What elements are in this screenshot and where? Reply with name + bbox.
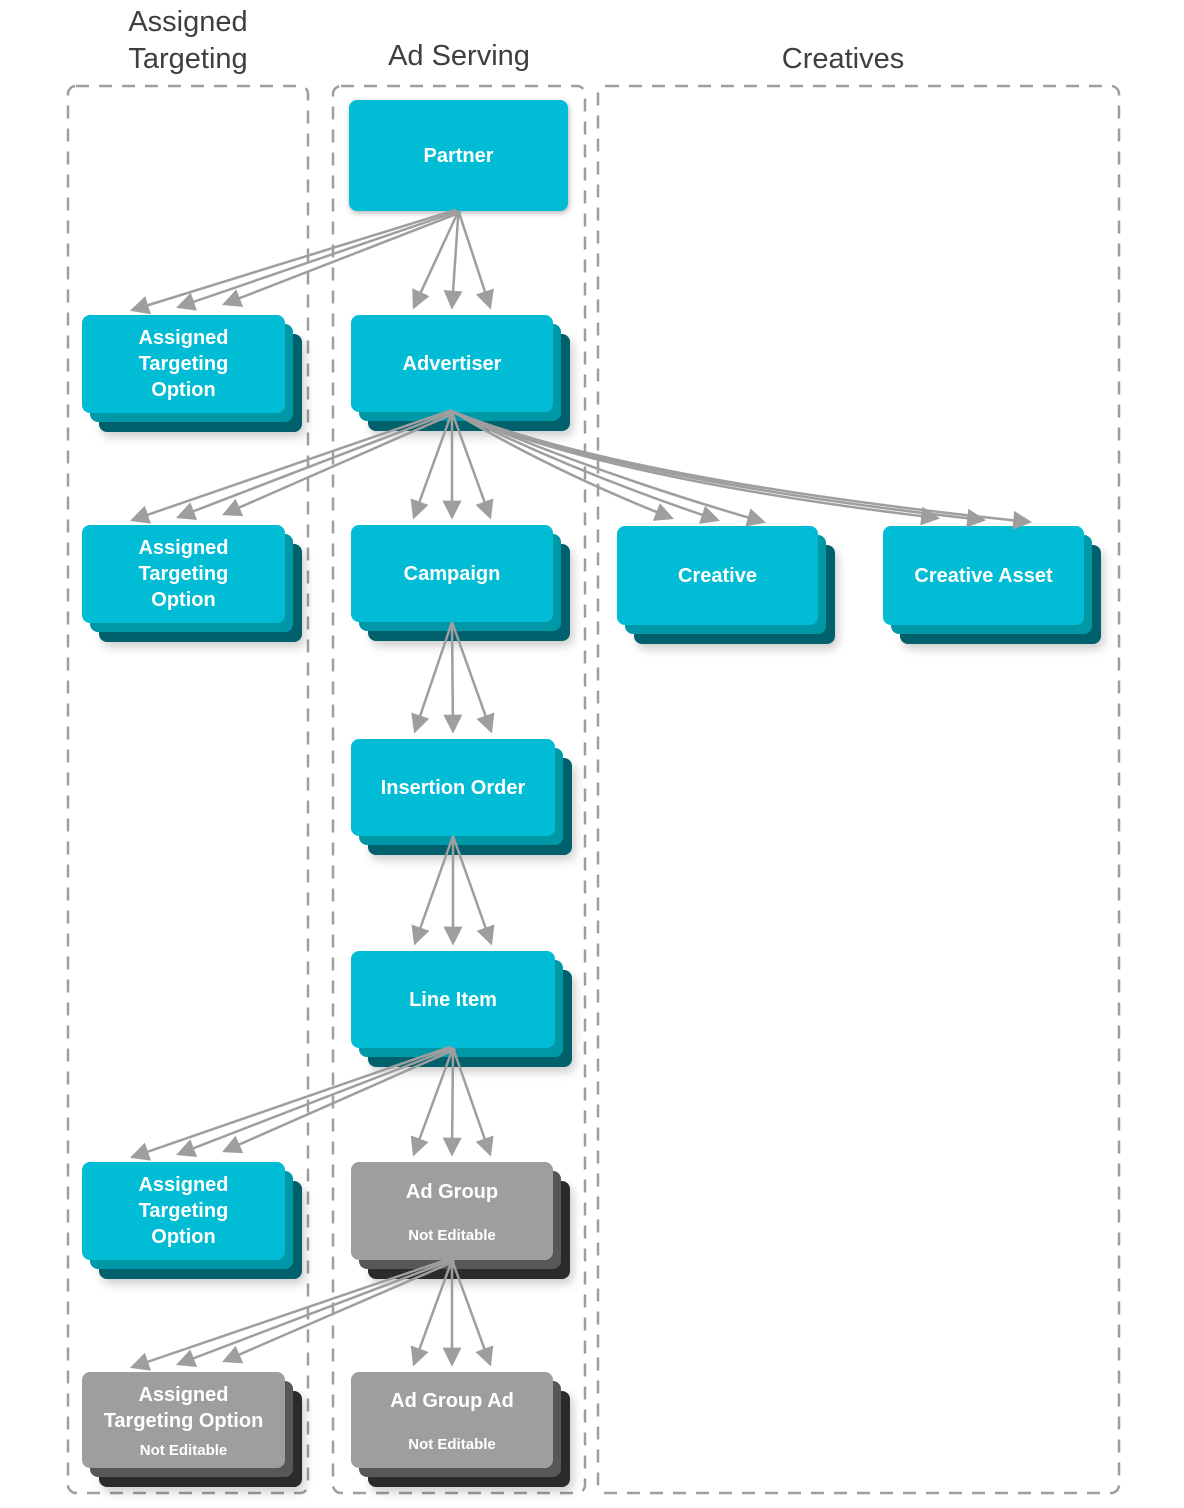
column-box-creatives [596, 84, 1121, 1495]
column-box-assigned-targeting [66, 84, 310, 1495]
node-insertion-order: Insertion Order [351, 739, 555, 836]
node-label: Line Item [409, 988, 497, 1011]
edge-arrow [443, 210, 463, 310]
node-line-item: Line Item [351, 951, 555, 1048]
edge-partner-advertiser [412, 210, 494, 310]
edge-arrow [451, 835, 495, 946]
edge-advertiser-campaign [410, 411, 494, 520]
node-assigned-targeting-option-partner: Assigned Targeting Option [82, 315, 285, 413]
not-editable-badge: Not Editable [408, 1435, 496, 1453]
not-editable-badge: Not Editable [139, 1441, 228, 1459]
edge-arrow [129, 409, 450, 524]
edge-arrow [129, 208, 457, 315]
column-header-assigned-targeting: Assigned Targeting [128, 6, 248, 75]
edge-arrow [451, 409, 987, 528]
edge-arrow [442, 1047, 462, 1157]
node-creative-asset: Creative Asset [883, 526, 1084, 625]
node-label: Assigned Targeting Option [103, 1383, 264, 1432]
edge-arrow [412, 210, 460, 310]
edge-arrow [222, 1048, 457, 1154]
edge-advertiser-ato2 [129, 409, 456, 524]
edge-arrow [457, 210, 494, 310]
edge-arrow [449, 408, 674, 521]
node-label: Creative Asset [914, 564, 1053, 587]
node-label: Campaign [403, 562, 501, 585]
edge-arrow [176, 1258, 453, 1368]
column-header-creatives: Creatives [781, 43, 905, 75]
column-header-ad-serving: Ad Serving [388, 40, 530, 72]
edge-arrow [411, 621, 454, 734]
node-label: Assigned Targeting Option [138, 327, 229, 401]
edge-line_item-ato3 [129, 1045, 457, 1161]
edge-advertiser-creative_asset [449, 408, 1033, 530]
node-label: Assigned Targeting Option [138, 1174, 229, 1248]
edge-arrow [449, 408, 941, 526]
edge-arrow [410, 1047, 455, 1157]
edge-arrow [222, 211, 462, 307]
edge-arrow [450, 1259, 494, 1367]
edge-arrow [129, 1257, 450, 1371]
node-assigned-targeting-option-not-editable: Assigned Targeting Option Not Editable [82, 1372, 285, 1468]
node-campaign: Campaign [351, 525, 553, 622]
edge-partner-ato1 [129, 208, 462, 315]
edge-ad_group-ato_ne [129, 1257, 455, 1371]
node-assigned-targeting-option-line-item: Assigned Targeting Option [82, 1162, 285, 1260]
edge-line_item-ad_group [410, 1047, 494, 1157]
node-label: Ad Group Ad [390, 1389, 514, 1412]
edge-arrow [451, 1047, 494, 1157]
edge-arrow [450, 621, 495, 734]
edge-arrow [450, 411, 494, 520]
edge-arrow [410, 1259, 454, 1367]
edge-arrow [453, 410, 767, 527]
edge-arrow [222, 1260, 455, 1364]
edge-arrow [451, 409, 721, 524]
edge-arrow [410, 411, 454, 520]
node-creative: Creative [617, 526, 818, 625]
edge-arrow [222, 412, 456, 517]
node-label: Ad Group [405, 1180, 499, 1203]
node-advertiser: Advertiser [351, 315, 553, 412]
edge-arrow [129, 1045, 451, 1161]
node-label: Assigned Targeting Option [138, 537, 229, 611]
node-ad-group-ad: Ad Group Ad Not Editable [351, 1372, 553, 1468]
edge-arrow [175, 209, 459, 311]
node-label: Partner [423, 144, 494, 167]
edge-arrow [176, 410, 453, 521]
edge-ad_group-ad_group_ad [410, 1259, 494, 1367]
node-assigned-targeting-option-advertiser: Assigned Targeting Option [82, 525, 285, 623]
not-editable-badge: Not Editable [408, 1226, 496, 1244]
edge-arrow [176, 1046, 454, 1157]
edge-arrow [443, 621, 463, 734]
node-label: Insertion Order [380, 776, 526, 799]
edge-advertiser-creative [449, 408, 767, 527]
edge-insertion_order-line_item [411, 835, 495, 946]
edge-arrow [411, 835, 455, 946]
node-ad-group: Ad Group Not Editable [351, 1162, 553, 1260]
edge-campaign-insertion_order [411, 621, 495, 734]
edge-arrow [453, 410, 1033, 530]
node-label: Advertiser [402, 352, 502, 375]
node-label: Creative [678, 564, 757, 587]
node-partner: Partner [349, 100, 568, 211]
